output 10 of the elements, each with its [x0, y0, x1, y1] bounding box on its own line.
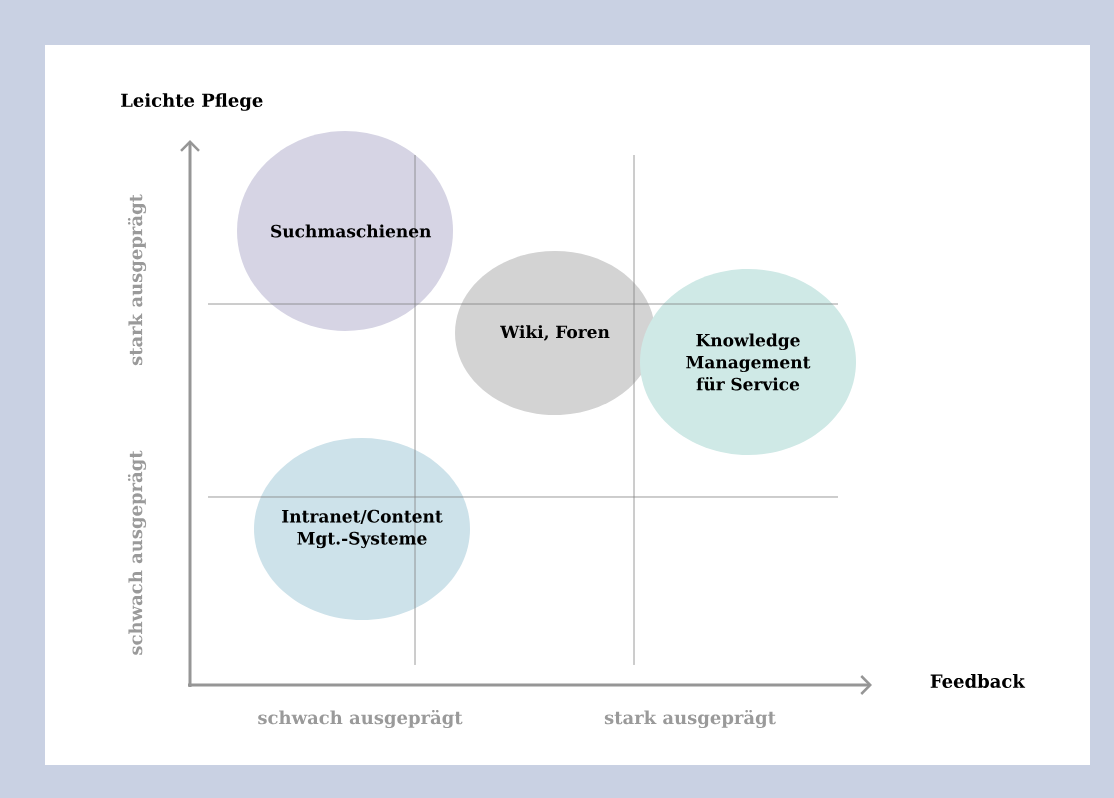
bubble-label: Knowledge Management für Service	[686, 333, 811, 391]
axis-level-label: schwach ausgeprägt	[258, 709, 463, 729]
axis-level-label: stark ausgeprägt	[604, 709, 776, 729]
axis-level-label: stark ausgeprägt	[127, 194, 147, 366]
axis-level-label: schwach ausgeprägt	[127, 450, 147, 655]
bubble-label: Intranet/Content Mgt.-Systeme	[282, 509, 443, 549]
bubble-label: Suchmaschienen	[271, 224, 432, 238]
axis-title: Leichte Pflege	[121, 93, 263, 111]
axis-title: Feedback	[930, 674, 1026, 688]
bubble-label: Wiki, Foren	[500, 325, 610, 341]
